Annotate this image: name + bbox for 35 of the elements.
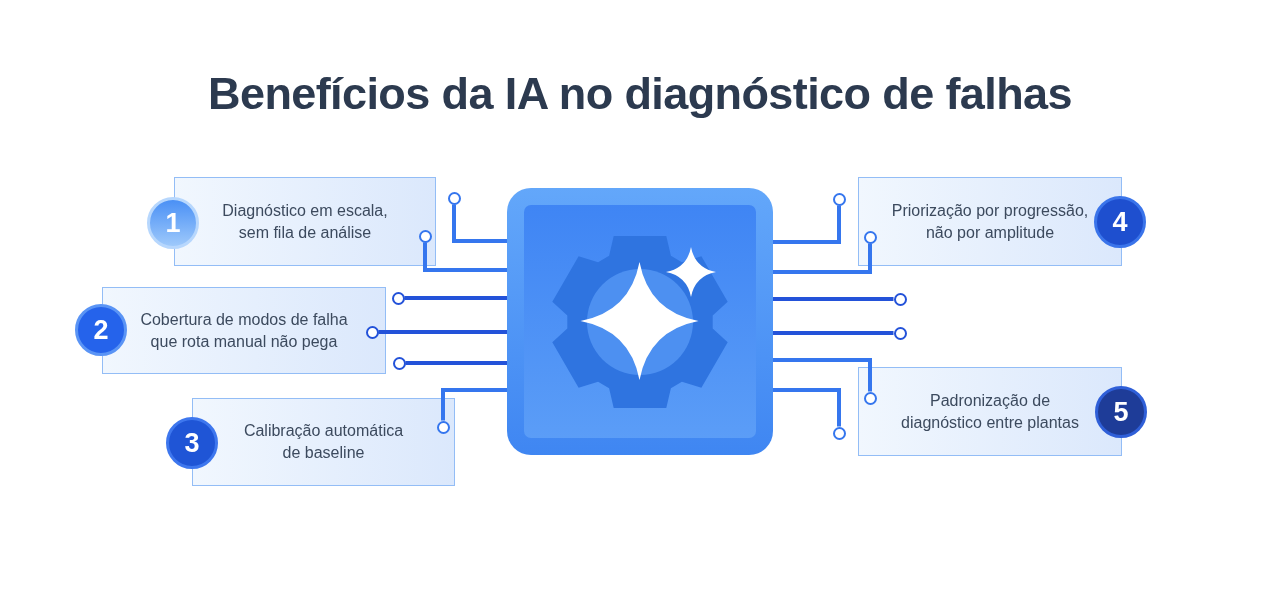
pad-ring-icon [832,192,846,206]
circuit-trace [773,358,872,392]
benefit-text: Diagnóstico em escala, sem fila de análise [221,200,389,243]
circuit-trace [378,330,507,334]
benefit-text: Padronização de diagnóstico entre plantas [900,390,1080,433]
pad-ring-icon [863,230,877,244]
circuit-trace [405,361,507,365]
circuit-trace [773,205,841,244]
pad-ring-icon [436,420,450,434]
circuit-trace [773,331,894,335]
number-badge: 1 [147,197,199,249]
pad-ring-icon [391,291,405,305]
number-badge: 4 [1094,196,1146,248]
circuit-trace [441,388,507,421]
number-badge: 5 [1095,386,1147,438]
pad-ring-icon [447,191,461,205]
pad-ring-icon [893,292,907,306]
benefit-text: Priorização por progressão, não por amplitude [890,200,1090,243]
title: Benefícios da IA no diagnóstico de falhas [208,68,1072,120]
benefit-text: Cobertura de modos de falha que rota manual não pega [139,309,349,352]
pad-ring-icon [418,229,432,243]
circuit-trace [423,242,507,272]
circuit-trace [773,297,894,301]
benefit-text: Calibração automática de baseline [242,421,405,463]
pad-ring-icon [832,426,846,440]
circuit-trace [773,243,872,274]
pad-ring-icon [863,391,877,405]
circuit-trace [773,388,841,427]
pad-ring-icon [365,325,379,339]
circuit-trace [452,204,507,243]
pad-ring-icon [893,326,907,340]
pad-ring-icon [392,356,406,370]
number-badge: 2 [75,304,127,356]
number-badge: 3 [166,417,218,469]
circuit-trace [404,296,507,300]
